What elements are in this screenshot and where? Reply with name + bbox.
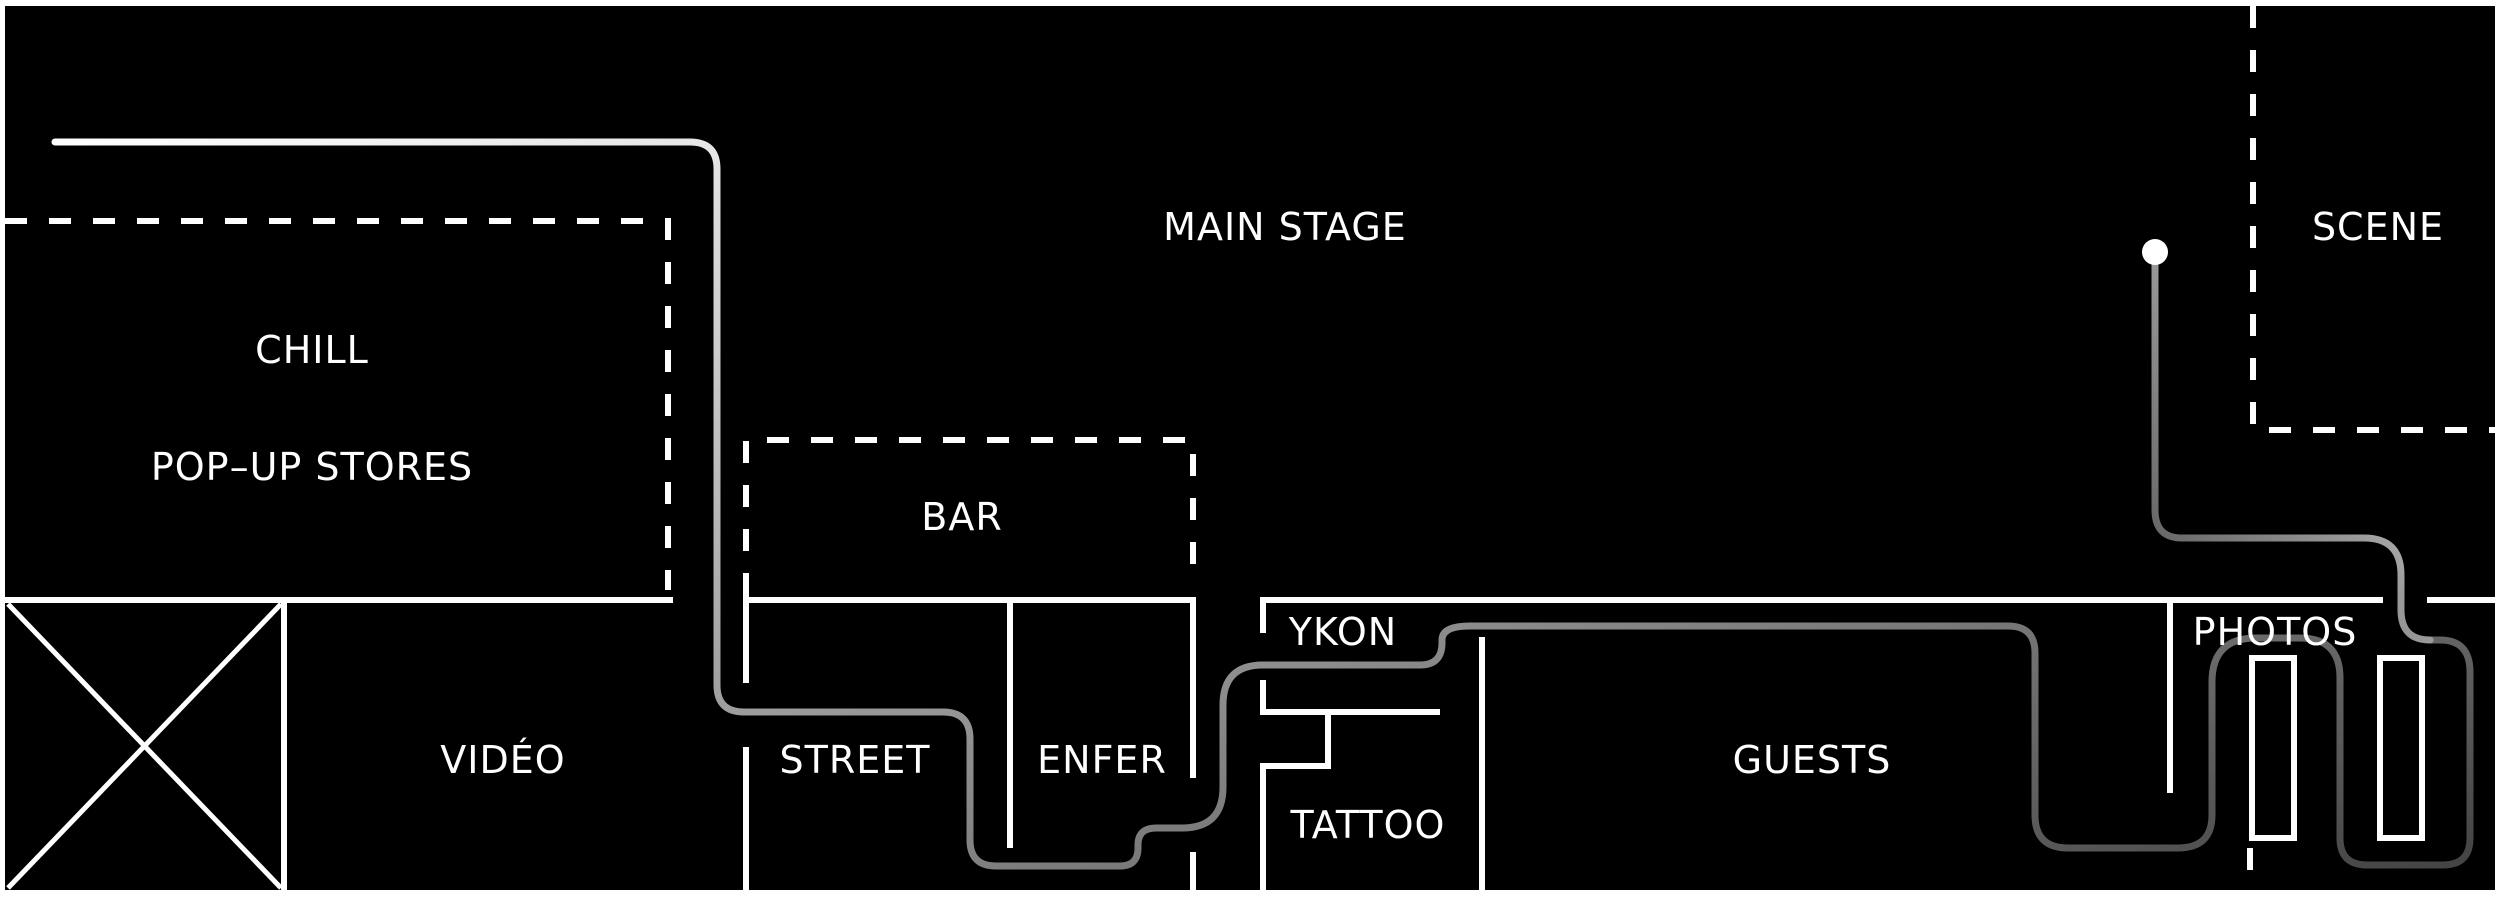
scene-zone-boundary (2250, 6, 2495, 433)
route-path-right (2151, 248, 2434, 644)
walls (0, 62, 2498, 893)
label-tattoo: TATTOO (1290, 803, 1446, 847)
bar-zone-boundary (743, 437, 1196, 595)
label-chill: CHILL (255, 328, 369, 372)
label-ykon: YKON (1288, 610, 1397, 654)
route-path-left (51, 138, 2474, 870)
dashed-boundaries (5, 6, 2495, 890)
label-scene: SCENE (2312, 205, 2444, 249)
label-enfer: ENFER (1037, 738, 1167, 782)
label-popup-stores: POP–UP STORES (151, 445, 473, 489)
photo-booth-1 (2249, 655, 2297, 841)
venue-floor (5, 6, 2495, 890)
label-video: VIDÉO (440, 738, 565, 782)
wall-tattoo-notch (1260, 709, 1331, 893)
dot-marker-icon (2142, 239, 2168, 265)
label-main-stage: MAIN STAGE (1163, 205, 1407, 249)
label-street: STREET (780, 738, 931, 782)
zone-labels: MAIN STAGE SCENE CHILL POP–UP STORES BAR… (151, 205, 2444, 847)
chill-zone-boundary (5, 218, 671, 590)
crossed-box-icon (6, 602, 283, 890)
label-photos: PHOTOS (2193, 610, 2358, 654)
photo-booth-2 (2377, 655, 2425, 841)
label-guests: GUESTS (1733, 738, 1892, 782)
label-bar: BAR (921, 495, 1002, 539)
